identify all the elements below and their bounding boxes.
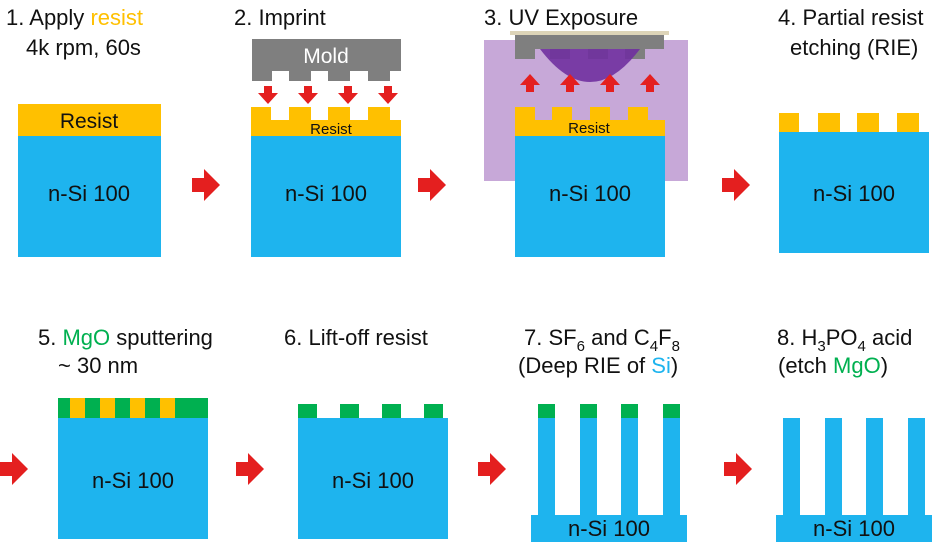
- silicon-base: [531, 515, 687, 542]
- step-6-title: 6. Lift-off resist: [284, 325, 428, 350]
- step-1: 1. Apply resist 4k rpm, 60s Resist n-Si …: [6, 5, 161, 257]
- substrate-label: n-Si 100: [332, 468, 414, 493]
- step-8-title: 8. H3PO4 acid: [777, 325, 912, 355]
- substrate-label: n-Si 100: [813, 181, 895, 206]
- step-4-subtitle: etching (RIE): [790, 35, 918, 60]
- resist-label: Resist: [60, 110, 119, 133]
- mold-tooth: [328, 71, 350, 81]
- step-7-subtitle: (Deep RIE of Si): [518, 353, 678, 378]
- silicon-substrate: [58, 418, 208, 539]
- substrate-label: n-Si 100: [568, 516, 650, 541]
- resist-pillar: [160, 398, 175, 418]
- mgo-mask: [538, 404, 555, 418]
- arrow-right-icon: [722, 169, 750, 201]
- step-4: 4. Partial resist etching (RIE) n-Si 100: [778, 5, 929, 253]
- silicon-pillar: [825, 418, 842, 518]
- resist-pillar: [779, 113, 799, 132]
- arrow-right-icon: [0, 453, 28, 485]
- arrow-right-icon: [418, 169, 446, 201]
- silicon-substrate: [298, 418, 448, 539]
- resist-pillar: [70, 398, 85, 418]
- resist-pillar: [857, 113, 879, 132]
- silicon-pillar: [866, 418, 883, 518]
- arrow-right-icon: [724, 453, 752, 485]
- uv-light-glow: [484, 40, 688, 181]
- mgo-mask: [298, 404, 317, 418]
- arrow-up-icon: [600, 74, 620, 92]
- arrow-right-icon: [192, 169, 220, 201]
- mold-tooth: [289, 71, 311, 81]
- uv-lens: [540, 49, 640, 82]
- step-4-title: 4. Partial resist: [778, 5, 924, 30]
- arrow-down-icon: [338, 86, 358, 104]
- substrate-label: n-Si 100: [549, 181, 631, 206]
- arrow-up-icon: [520, 74, 540, 92]
- mold-label: Mold: [303, 45, 349, 68]
- substrate-label: n-Si 100: [92, 468, 174, 493]
- mold-tooth: [515, 49, 535, 59]
- mgo-mask: [382, 404, 401, 418]
- resist-label: Resist: [568, 120, 611, 137]
- mold-block: [515, 33, 664, 49]
- resist-pillar: [897, 113, 919, 132]
- step-5: 5. MgO sputtering ~ 30 nm n-Si 100: [38, 325, 213, 539]
- mgo-mask: [580, 404, 597, 418]
- arrow-down-icon: [258, 86, 278, 104]
- resist-label: Resist: [310, 121, 353, 138]
- silicon-substrate: [515, 136, 665, 257]
- mold-block: [252, 39, 401, 71]
- arrow-up-icon: [640, 74, 660, 92]
- silicon-pillar: [538, 418, 555, 518]
- substrate-label: n-Si 100: [813, 516, 895, 541]
- step-8-subtitle: (etch MgO): [778, 353, 888, 378]
- resist-layer: [18, 104, 161, 136]
- mgo-mask: [663, 404, 680, 418]
- silicon-substrate: [251, 136, 401, 257]
- silicon-pillar: [908, 418, 925, 518]
- step-2: 2. Imprint Mold Resist n-Si 100: [234, 5, 401, 257]
- step-5-title: 5. MgO sputtering: [38, 325, 213, 350]
- mgo-mask: [424, 404, 443, 418]
- step-8: 8. H3PO4 acid (etch MgO) n-Si 100: [776, 325, 932, 542]
- silicon-pillar: [783, 418, 800, 518]
- arrow-down-icon: [298, 86, 318, 104]
- resist-pillar: [818, 113, 840, 132]
- step-3-title: 3. UV Exposure: [484, 5, 638, 30]
- mold-tooth: [252, 71, 272, 81]
- step-1-title: 1. Apply resist: [6, 5, 143, 30]
- substrate-label: n-Si 100: [285, 181, 367, 206]
- step-3: 3. UV Exposure Resist n-Si 100: [484, 5, 688, 257]
- silicon-pillar: [663, 418, 680, 518]
- resist-pillar: [100, 398, 115, 418]
- patterned-resist: [251, 107, 401, 136]
- step-5-subtitle: ~ 30 nm: [58, 353, 138, 378]
- step-2-title: 2. Imprint: [234, 5, 326, 30]
- step-7-title: 7. SF6 and C4F8: [524, 325, 680, 355]
- arrow-right-icon: [478, 453, 506, 485]
- step-7: 7. SF6 and C4F8 (Deep RIE of Si) n-Si 10…: [518, 325, 687, 542]
- silicon-base: [776, 515, 932, 542]
- arrow-right-icon: [236, 453, 264, 485]
- silicon-pillar: [621, 418, 638, 518]
- light-source-edge: [510, 31, 669, 35]
- silicon-pillar: [580, 418, 597, 518]
- mold-tooth: [368, 71, 390, 81]
- silicon-substrate: [18, 136, 161, 257]
- step-6: 6. Lift-off resist n-Si 100: [284, 325, 448, 539]
- arrow-up-icon: [560, 74, 580, 92]
- step-1-subtitle: 4k rpm, 60s: [26, 35, 141, 60]
- mgo-mask: [621, 404, 638, 418]
- arrow-down-icon: [378, 86, 398, 104]
- patterned-resist: [515, 107, 665, 136]
- substrate-label: n-Si 100: [48, 181, 130, 206]
- resist-pillar: [130, 398, 145, 418]
- mgo-mask: [340, 404, 359, 418]
- silicon-substrate: [779, 132, 929, 253]
